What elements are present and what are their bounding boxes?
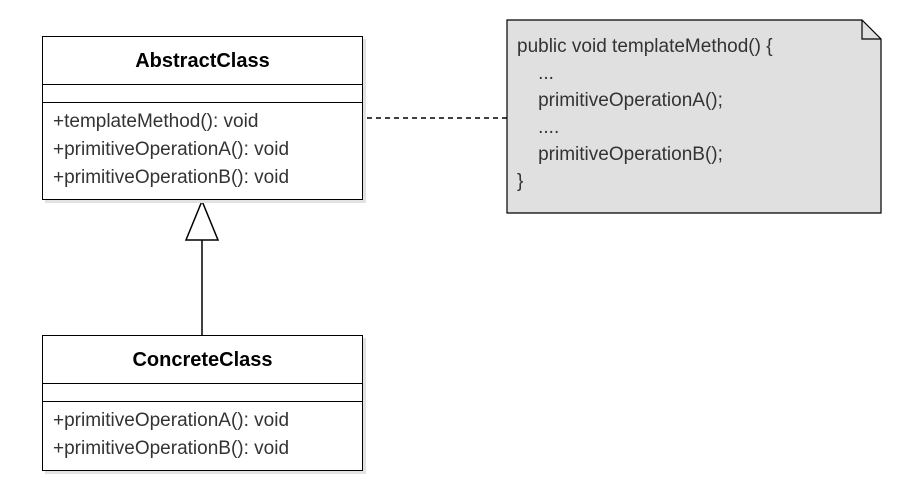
note-body[interactable]: public void templateMethod() { ... primi… xyxy=(517,33,773,195)
abstract-class-name: AbstractClass xyxy=(43,37,362,85)
operation-primitive-a: +primitiveOperationA(): void xyxy=(53,410,290,431)
concrete-class-operations: +primitiveOperationA(): void +primitiveO… xyxy=(43,402,362,463)
note-line: public void templateMethod() { xyxy=(517,36,773,57)
operation-primitive-b: +primitiveOperationB(): void xyxy=(53,438,290,459)
concrete-class-name: ConcreteClass xyxy=(43,336,362,384)
abstract-class-attributes xyxy=(43,85,362,103)
note-line: primitiveOperationB(); xyxy=(517,144,723,165)
abstract-class-operations: +templateMethod(): void +primitiveOperat… xyxy=(43,103,362,192)
note-line: } xyxy=(517,171,524,192)
note-fold xyxy=(861,20,881,40)
note-line: primitiveOperationA(); xyxy=(517,90,723,111)
concrete-class-box[interactable]: ConcreteClass +primitiveOperationA(): vo… xyxy=(42,335,363,471)
note-shape xyxy=(506,19,882,214)
note-line: ... xyxy=(517,63,554,84)
operation-primitive-a: +primitiveOperationA(): void xyxy=(53,139,290,160)
operation-primitive-b: +primitiveOperationB(): void xyxy=(53,167,290,188)
generalization-arrowhead xyxy=(184,199,220,241)
abstract-class-box[interactable]: AbstractClass +templateMethod(): void +p… xyxy=(42,36,363,200)
operation-template-method: +templateMethod(): void xyxy=(53,111,259,132)
note-line: .... xyxy=(517,117,560,138)
concrete-class-attributes xyxy=(43,384,362,402)
